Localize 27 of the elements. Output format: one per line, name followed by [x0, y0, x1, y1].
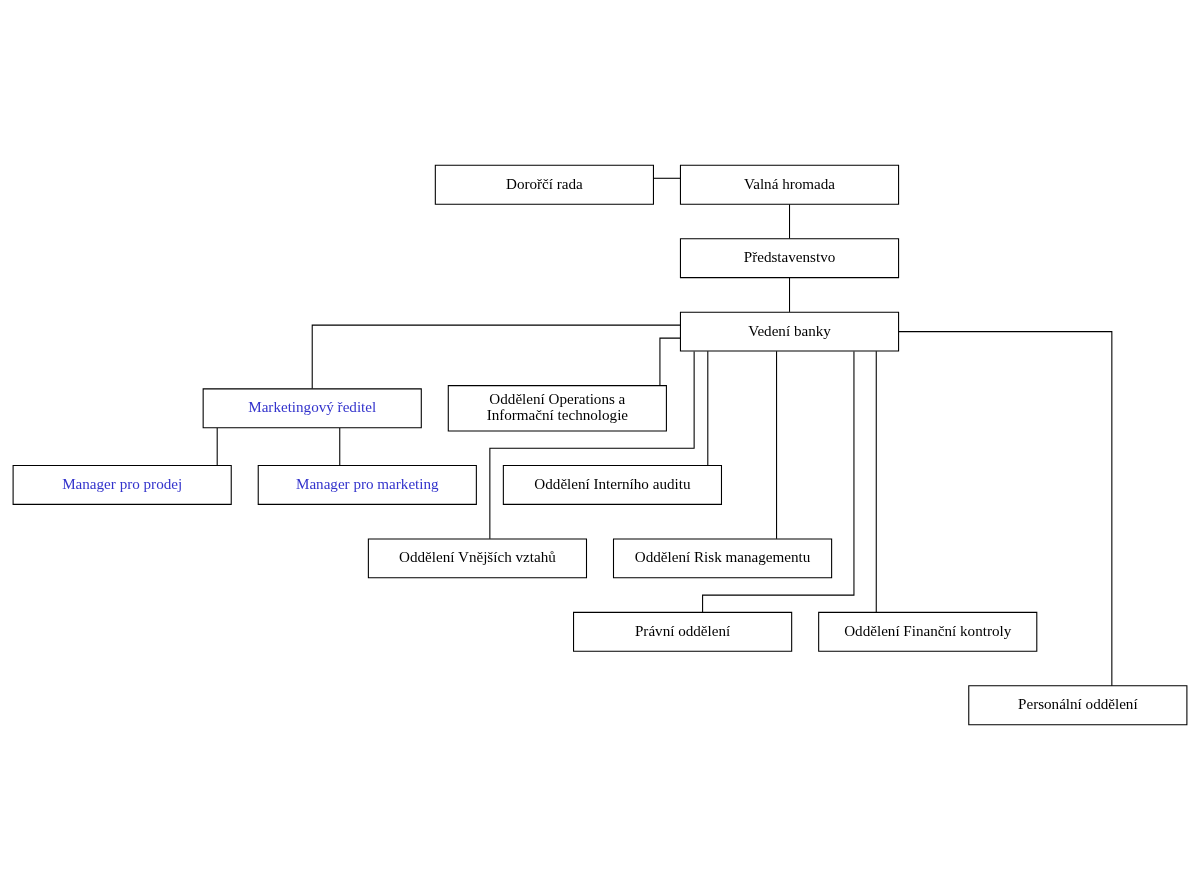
- connector: [653, 177, 681, 179]
- connector: [216, 427, 218, 466]
- connector: [898, 331, 1113, 687]
- connector: [702, 350, 855, 613]
- connector: [707, 350, 709, 466]
- node-box: Oddělení Operations a Informační technologie: [447, 385, 667, 432]
- connector: [875, 350, 877, 613]
- node-box: Personální oddělení: [968, 685, 1188, 726]
- node-box: Valná hromada: [679, 164, 900, 205]
- connector: [489, 350, 695, 540]
- node-box: Právní oddělení: [573, 611, 793, 652]
- connector: [311, 324, 681, 390]
- node-box: Oddělení Vnějších vztahů: [367, 538, 588, 579]
- node-box: Představenstvo: [679, 238, 900, 279]
- connector: [659, 337, 681, 386]
- node-box: Oddělení Finanční kontroly: [818, 611, 1038, 652]
- node-box: Dorořčí rada: [434, 164, 654, 205]
- node-box: Oddělení Interního auditu: [502, 464, 722, 505]
- connector: [776, 350, 778, 540]
- connector: [339, 427, 341, 466]
- node-box: Manager pro prodej: [12, 464, 232, 505]
- connector: [788, 203, 791, 239]
- node-box: Oddělení Risk managementu: [612, 538, 833, 579]
- node-box: Manager pro marketing: [257, 464, 477, 505]
- node-box: Marketingový ředitel: [202, 388, 422, 429]
- node-box: Vedení banky: [679, 311, 900, 352]
- connector: [788, 277, 791, 313]
